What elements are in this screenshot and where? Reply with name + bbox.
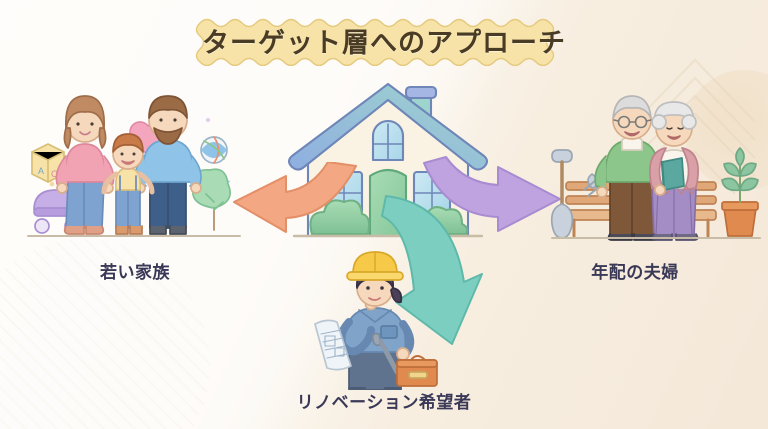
elderly-couple-illustration xyxy=(550,95,761,241)
elderly-woman-figure xyxy=(649,101,699,241)
arrow-to-worker xyxy=(381,195,483,345)
chimney-cap xyxy=(404,85,438,100)
label-elderly-couple: 年配の夫婦 xyxy=(591,263,679,282)
page-title: ターゲット層へのアプローチ xyxy=(202,27,566,58)
toolbox xyxy=(396,355,438,387)
tree xyxy=(192,168,231,231)
arrow-to-family xyxy=(233,162,357,233)
renovation-worker-illustration xyxy=(314,251,438,390)
svg-text:C: C xyxy=(51,169,58,179)
label-renovation-seeker: リノベーション希望者 xyxy=(296,393,472,412)
bush-left xyxy=(309,199,371,236)
abc-block: A C xyxy=(31,143,65,183)
glasses-icon xyxy=(613,115,652,129)
blueprint xyxy=(314,319,352,371)
banner-shape xyxy=(195,18,555,67)
father-figure xyxy=(134,95,202,235)
hard-hat xyxy=(346,251,404,281)
house-roof xyxy=(287,82,489,171)
potted-plant xyxy=(721,147,759,237)
shirt-pocket xyxy=(380,325,398,339)
label-young-family: 若い家族 xyxy=(100,263,170,282)
young-family-illustration: A C xyxy=(27,95,241,237)
child-figure xyxy=(101,133,155,235)
book xyxy=(660,157,685,192)
wrench xyxy=(371,332,400,375)
title-banner: ターゲット層へのアプローチ xyxy=(194,14,574,67)
svg-text:A: A xyxy=(38,166,44,176)
shovel xyxy=(550,149,574,239)
arrow-to-elderly xyxy=(423,156,561,232)
beach-ball xyxy=(200,136,228,164)
